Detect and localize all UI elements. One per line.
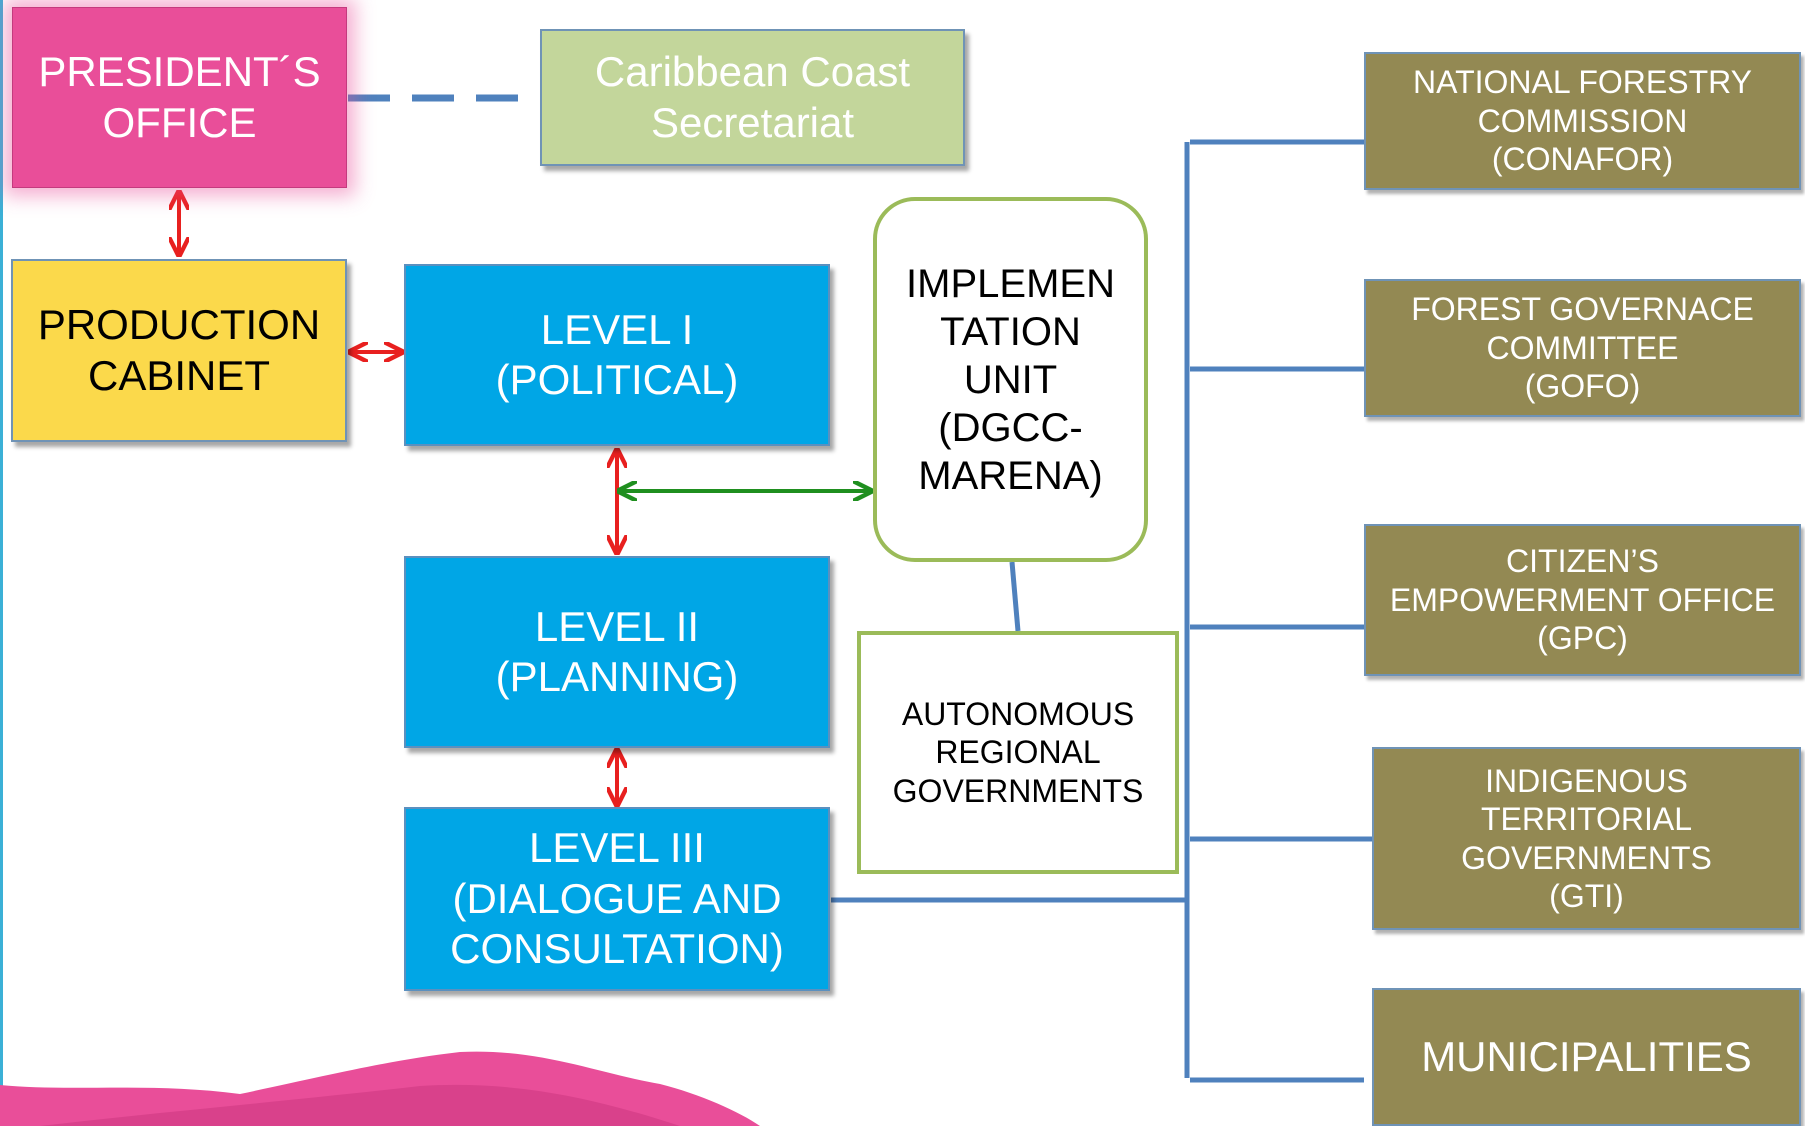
level-3-dialogue-node: LEVEL III (DIALOGUE AND CONSULTATION) <box>404 807 830 991</box>
gti-node: INDIGENOUS TERRITORIAL GOVERNMENTS (GTI) <box>1372 747 1801 930</box>
autonomous-regional-governments-node: AUTONOMOUS REGIONAL GOVERNMENTS <box>857 631 1179 874</box>
production-cabinet-node: PRODUCTION CABINET <box>11 259 347 442</box>
level-1-political-node: LEVEL I (POLITICAL) <box>404 264 830 446</box>
gofo-node: FOREST GOVERNACE COMMITTEE (GOFO) <box>1364 279 1801 417</box>
presidents-office-node: PRESIDENT´S OFFICE <box>12 7 347 188</box>
conafor-node: NATIONAL FORESTRY COMMISSION (CONAFOR) <box>1364 52 1801 190</box>
link-implementation-autonomous <box>1009 561 1021 632</box>
implementation-unit-node: IMPLEMEN TATION UNIT (DGCC- MARENA) <box>873 197 1148 562</box>
level-2-planning-node: LEVEL II (PLANNING) <box>404 556 830 748</box>
caribbean-coast-secretariat-node: Caribbean Coast Secretariat <box>540 29 965 166</box>
left-edge-accent <box>0 0 3 1126</box>
decorative-pink-swirl-shade <box>40 1084 680 1126</box>
municipalities-node: MUNICIPALITIES <box>1372 988 1801 1126</box>
gpc-node: CITIZEN’S EMPOWERMENT OFFICE (GPC) <box>1364 524 1801 676</box>
